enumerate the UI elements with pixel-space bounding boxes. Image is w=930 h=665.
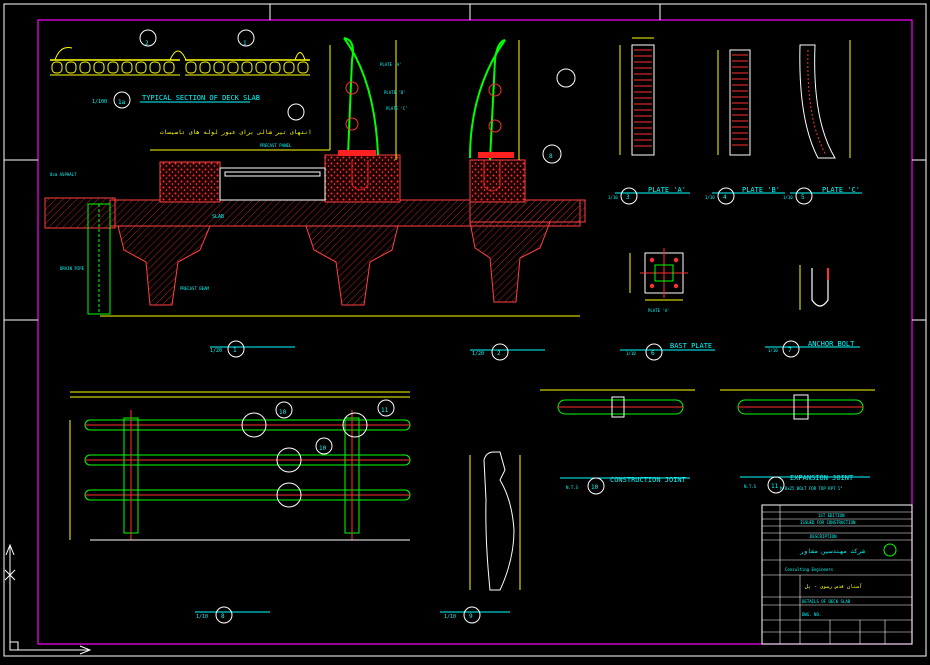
precast-panel-label: PRECAST PANEL (260, 143, 292, 148)
plate-c-detail: 5 PLATE 'C' 1/10 (783, 40, 862, 205)
plate-c-scale: 1/10 (783, 195, 793, 200)
title-block: 1ST EDITION ISSUED FOR CONSTRUCTION DESC… (761, 504, 913, 645)
base-plate-note: PLATE 'A' (648, 308, 670, 313)
view-2-scale: 1/20 (472, 351, 484, 357)
elevation-scale: 1/10 (196, 614, 208, 620)
tb-company-farsi: شرکت مهندسین مشاور (799, 548, 865, 555)
plate-b-title: PLATE 'B' (742, 186, 780, 194)
slab-label: SLAB (212, 214, 224, 220)
elevation-callout-10b: 10 (319, 445, 327, 452)
base-plate-detail: PLATE 'A' 6 BAST PLATE 1/10 (620, 248, 715, 361)
callout-bubble (237, 29, 255, 47)
expansion-joint-ref: 11 (771, 483, 779, 490)
construction-joint-ref: 10 (591, 484, 599, 491)
callout-bubble (139, 29, 157, 47)
tb-project-farsi: آستان قدس رضوی - پل (805, 583, 862, 590)
plate-b-scale: 1/10 (705, 195, 715, 200)
anchor-bolt-ref: 7 (788, 347, 792, 354)
plate-c-label: PLATE 'C' (386, 106, 408, 111)
railing-profile: 9 1/10 (440, 451, 521, 624)
tb-company-en: Consulting Engineers (785, 567, 834, 572)
expansion-joint-detail: 11 EXPANSION JOINT M 8x25 BOLT FOR TOP R… (720, 389, 875, 494)
base-plate-scale: 1/10 (626, 351, 636, 356)
tb-purpose: ISSUED FOR CONSTRUCTION (800, 520, 856, 525)
elevation-ref: 8 (221, 613, 225, 620)
elevation-callout-11: 11 (381, 407, 389, 414)
tb-description: DESCRIPTION (810, 534, 837, 539)
company-logo-icon (883, 543, 897, 557)
tb-drawing-no: DWG. NO. (802, 612, 821, 617)
section-1a-ref: 1a (118, 99, 126, 106)
drain-pipe-label: DRAIN PIPE (60, 266, 85, 271)
profile-ref: 9 (469, 613, 473, 620)
view-2-edge-section: 8 2 1/20 (469, 39, 586, 361)
section-1a-title: TYPICAL SECTION OF DECK SLAB (142, 94, 260, 102)
tb-issue: 1ST EDITION (818, 513, 845, 518)
view-2-section-ref: 8 (549, 153, 553, 160)
callout-2: 2 (145, 40, 149, 47)
elevation-callout-10: 10 (279, 409, 287, 416)
base-plate-title: BAST PLATE (670, 342, 712, 350)
expansion-joint-sub: M 8x25 BOLT FOR TOP RPT 1" (780, 486, 843, 491)
anchor-bolt-title: ANCHOR BOLT (808, 340, 855, 348)
expansion-joint-scale: N.T.S (744, 484, 757, 489)
profile-scale: 1/10 (444, 614, 456, 620)
plate-a-label: PLATE 'A' (380, 62, 402, 67)
plate-b-ref: 4 (723, 194, 727, 201)
section-1a-scale: 1/100 (92, 99, 107, 105)
anchor-bolt-scale: 1/10 (768, 348, 778, 353)
plate-c-title: PLATE 'C' (822, 186, 860, 194)
farsi-note: انتهای تیر شالی برای عبور لوله های تاسیس… (160, 129, 312, 136)
tb-drawing-title: DETAILS OF DECK SLAB (802, 599, 851, 604)
expansion-joint-title: EXPANSION JOINT (790, 474, 854, 482)
construction-joint-detail: 10 CONSTRUCTION JOINT N.T.S (540, 389, 695, 495)
plate-a-detail: 3 PLATE 'A' 1/10 (608, 37, 690, 205)
plate-a-scale: 1/10 (608, 195, 618, 200)
railing-elevation: 10 10 11 8 1/10 (69, 391, 411, 624)
plate-a-title: PLATE 'A' (648, 186, 686, 194)
plate-b-label: PLATE 'B' (384, 90, 406, 95)
plate-c-ref: 5 (801, 194, 805, 201)
construction-joint-title: CONSTRUCTION JOINT (610, 476, 687, 484)
view-1-scale: 1/20 (210, 348, 222, 354)
view-1-ref: 1 (233, 347, 237, 354)
outer-border (3, 3, 927, 657)
anchor-bolt-detail: 7 ANCHOR BOLT 1/10 (765, 265, 860, 358)
precast-beam-label: PRECAST BEAM (180, 286, 209, 291)
plate-a-ref: 3 (626, 194, 630, 201)
asphalt-label: 8cm ASPHALT (50, 172, 77, 177)
typical-section-deck-slab: TYPICAL SECTION OF DECK SLAB 1/100 1a 2 … (50, 29, 310, 109)
construction-joint-scale: N.T.S (566, 485, 579, 490)
view-2-ref: 2 (497, 350, 501, 357)
drawing-frame (37, 19, 913, 645)
base-plate-ref: 6 (651, 350, 655, 357)
ucs-icon (4, 543, 92, 655)
callout-1: 1 (243, 40, 247, 47)
plate-b-detail: 4 PLATE 'B' 1/10 (705, 49, 785, 205)
